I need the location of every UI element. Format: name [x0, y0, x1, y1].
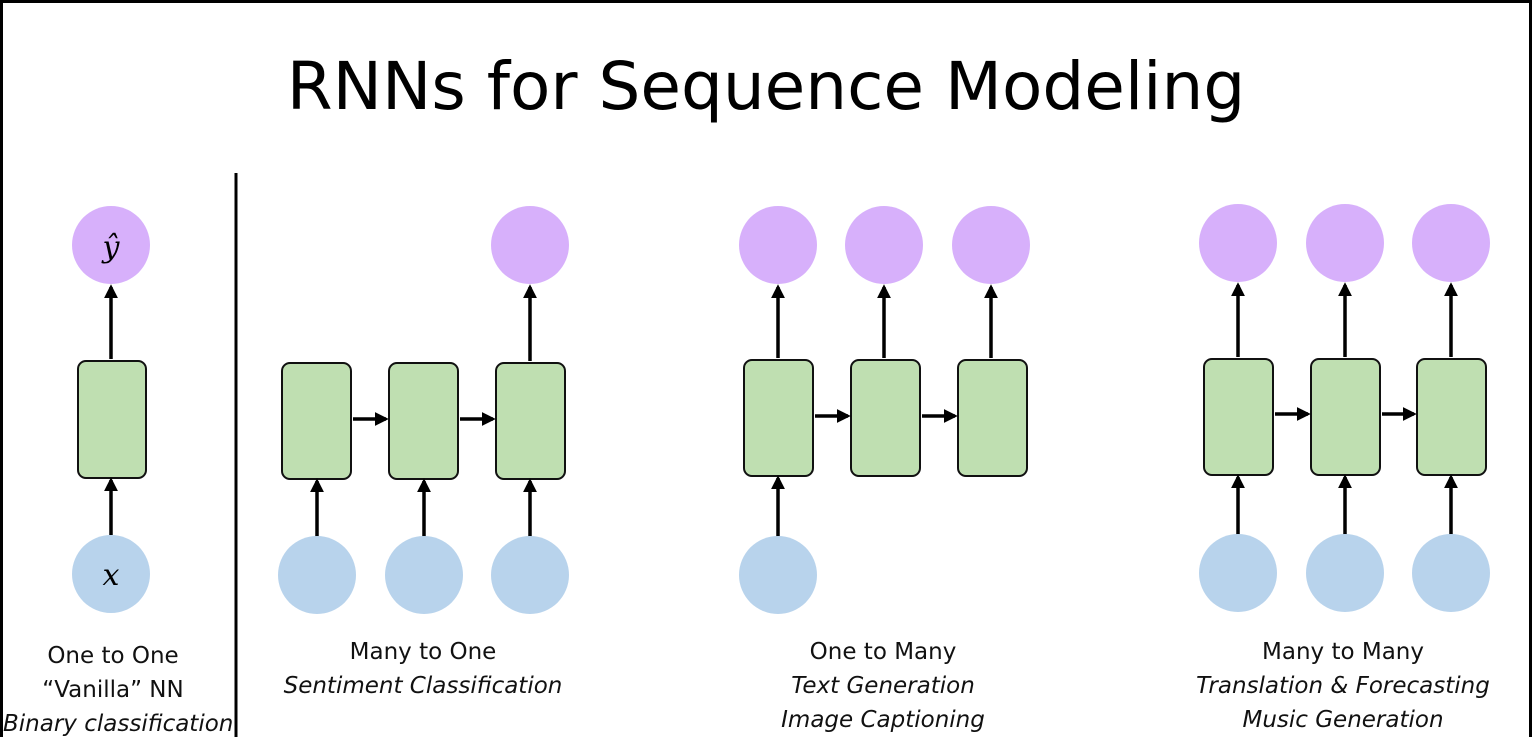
rnn-cell [850, 359, 921, 477]
caption-one-to-one: One to One “Vanilla” NN Binary classific… [3, 639, 234, 737]
caption-title: One to One [47, 643, 179, 669]
panel-one-to-many [739, 206, 1030, 614]
rnn-cell [1203, 358, 1274, 476]
slide-canvas: RNNs for Sequence Modeling ŷ x [3, 3, 1529, 737]
rnn-cell [957, 359, 1028, 477]
panel-many-to-one [278, 206, 569, 614]
input-node [1199, 534, 1277, 612]
rnn-cell [1416, 358, 1487, 476]
rnn-cell [1310, 358, 1381, 476]
caption-use-case: Translation & Forecasting [1196, 673, 1490, 699]
rnn-cell [388, 362, 459, 480]
output-node [952, 206, 1030, 284]
panel-many-to-many [1199, 204, 1490, 612]
caption-use-case-2: Image Captioning [781, 707, 985, 733]
rnn-cell [743, 359, 814, 477]
input-node [1306, 534, 1384, 612]
caption-title: Many to One [349, 639, 497, 665]
input-node [385, 536, 463, 614]
rnn-cell [77, 360, 147, 479]
rnn-cell [495, 362, 566, 480]
caption-one-to-many: One to Many Text Generation Image Captio… [733, 635, 1033, 737]
input-label-x: x [103, 558, 120, 593]
input-node [278, 536, 356, 614]
caption-subtitle: “Vanilla” NN [42, 677, 184, 703]
input-node [1412, 534, 1490, 612]
rnn-diagram: ŷ x [72, 173, 1490, 737]
output-label-y-hat: ŷ [101, 230, 121, 265]
output-node [491, 206, 569, 284]
rnn-cell [281, 362, 352, 480]
input-node [739, 536, 817, 614]
panel-one-to-one: ŷ x [72, 206, 150, 613]
slide-title: RNNs for Sequence Modeling [286, 48, 1246, 125]
caption-use-case-2: Music Generation [1242, 707, 1444, 733]
caption-use-case: Binary classification [3, 711, 234, 737]
caption-many-to-many: Many to Many Translation & Forecasting M… [1183, 635, 1503, 737]
input-node [72, 535, 150, 613]
caption-title: One to Many [809, 639, 957, 665]
output-node [739, 206, 817, 284]
output-node [1199, 204, 1277, 282]
output-node [1306, 204, 1384, 282]
caption-many-to-one: Many to One Sentiment Classification [273, 635, 573, 703]
caption-use-case: Sentiment Classification [283, 673, 563, 699]
output-node [1412, 204, 1490, 282]
caption-use-case: Text Generation [791, 673, 975, 699]
caption-title: Many to Many [1262, 639, 1424, 665]
output-node [845, 206, 923, 284]
output-node [72, 206, 150, 284]
input-node [491, 536, 569, 614]
